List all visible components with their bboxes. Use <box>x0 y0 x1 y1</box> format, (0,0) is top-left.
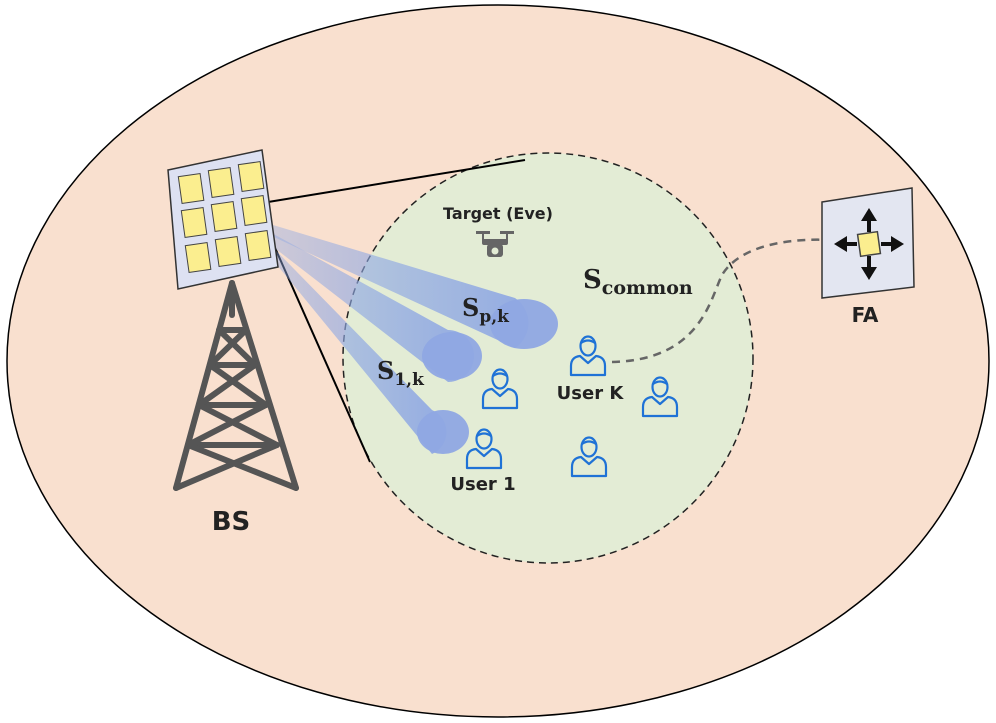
tower-icon <box>173 280 299 491</box>
first-symbol: S1,k <box>377 356 425 390</box>
coverage-region <box>342 152 754 564</box>
user-icon <box>570 436 608 478</box>
beam-private <box>250 218 529 348</box>
bs-label: BS <box>212 507 251 537</box>
target-label: Target (Eve) <box>443 204 553 223</box>
beam-user-k-tip <box>422 332 482 380</box>
user-icon <box>465 428 503 470</box>
beam-first-tip <box>417 410 469 454</box>
private-symbol: Sp,k <box>462 293 510 327</box>
beam-user-k <box>250 221 474 382</box>
drone-icon <box>476 231 514 257</box>
private-stream-label: Sp,k <box>462 293 510 327</box>
fa-label: FA <box>852 303 879 327</box>
fa-link <box>611 238 831 364</box>
user-k-label: User K <box>557 383 625 404</box>
beam-private-tip <box>490 299 558 349</box>
user-icon <box>641 376 679 418</box>
cone-edge-upper <box>261 159 526 204</box>
user-icon <box>569 335 607 377</box>
user-1-label: User 1 <box>450 474 515 495</box>
move-arrows-icon <box>834 208 904 280</box>
user-icon <box>481 368 519 410</box>
antenna-array-icon <box>167 149 279 290</box>
beam-first <box>250 224 447 454</box>
common-symbol: Scommon <box>583 265 693 299</box>
first-stream-label: S1,k <box>377 356 425 390</box>
common-stream-label: Scommon <box>583 265 693 299</box>
beam-group <box>250 218 558 454</box>
